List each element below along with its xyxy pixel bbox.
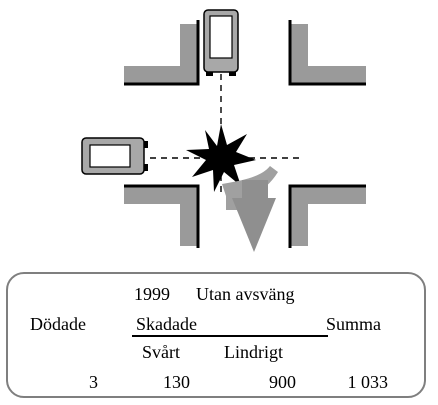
injury-statistics-table: 1999 Utan avsväng Dödade Skadade Summa S… <box>6 272 426 398</box>
car-top-icon <box>203 9 239 76</box>
killed-value: 3 <box>89 372 98 392</box>
injured-header: Skadade <box>136 314 197 334</box>
kerb-lines <box>124 20 366 248</box>
total-header: Summa <box>326 314 382 334</box>
turn-arrow-icon <box>222 166 278 252</box>
injured-underline <box>132 335 328 337</box>
killed-header: Dödade <box>30 314 86 334</box>
table-subtitle: Utan avsväng <box>196 284 295 304</box>
kerb-shadows <box>124 24 366 246</box>
severe-value: 130 <box>163 372 190 392</box>
travel-paths <box>150 74 300 196</box>
severe-header: Svårt <box>142 342 180 362</box>
minor-header: Lindrigt <box>224 342 283 362</box>
minor-value: 900 <box>269 372 296 392</box>
collision-star-icon <box>186 124 256 192</box>
car-side-icon <box>81 137 148 175</box>
year-label: 1999 <box>134 284 170 304</box>
total-value: 1 033 <box>347 372 389 392</box>
intersection-diagram <box>81 9 366 252</box>
